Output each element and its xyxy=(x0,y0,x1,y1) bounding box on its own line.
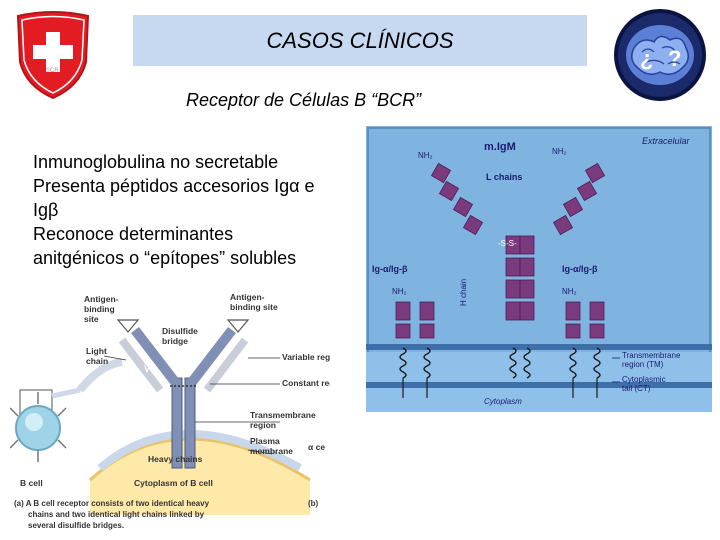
constant-letter-left: C xyxy=(150,392,157,402)
page-subtitle: Receptor de Células B “BCR” xyxy=(186,90,422,110)
nh2-label-1: NH₂ xyxy=(418,151,433,160)
bullet-line-2: Presenta péptidos accesorios Igα e Igβ xyxy=(33,176,315,220)
variable-regions-label: Variable regions xyxy=(282,352,330,362)
title-bar: CASOS CLÍNICOS xyxy=(133,15,587,66)
ss-bridge-label: -S-S- xyxy=(498,239,517,248)
bullet-line-1: Inmunoglobulina no secretable xyxy=(33,152,279,172)
ig-alpha-beta-left-label: Ig-α/Ig-β xyxy=(372,264,408,274)
shield-logo-icon: SCR xyxy=(16,11,90,100)
brain-logo-icon: ¿ ? xyxy=(614,9,706,101)
constant-regions-label: Constant regions xyxy=(282,378,330,388)
extracelular-label: Extracelular xyxy=(642,136,691,146)
migm-label: m.IgM xyxy=(484,141,516,153)
cytoplasm-label: Cytoplasm of B cell xyxy=(134,478,213,488)
variable-letter-left: V xyxy=(144,364,150,374)
nh2-label-4: NH₂ xyxy=(562,287,577,296)
ig-alpha-beta-right-label: Ig-α/Ig-β xyxy=(562,264,598,274)
cytoplasm-right-label: Cytoplasm xyxy=(484,397,522,406)
heavy-chains-label: Heavy chains xyxy=(148,454,203,464)
antigen-binding-right-label: Antigen-binding site xyxy=(230,292,278,312)
constant-letter-right: C xyxy=(196,392,203,402)
partial-b-label: (b) xyxy=(308,499,319,508)
migm-igalpha-igbeta-diagram: m.IgM Extracelular NH₂ NH₂ L chains xyxy=(366,126,712,412)
brain-question-left: ¿ xyxy=(640,46,653,71)
b-cell-label: B cell xyxy=(20,478,43,488)
partial-alpha-label: α ce xyxy=(308,442,325,452)
body-text: Inmunoglobulina no secretable Presenta p… xyxy=(33,150,363,270)
figure-caption: (a) A B cell receptor consists of two id… xyxy=(14,499,211,530)
l-chains-label: L chains xyxy=(486,172,522,182)
logo-text: SCR xyxy=(46,68,59,74)
brain-question-right: ? xyxy=(668,46,681,71)
nh2-label-3: NH₂ xyxy=(392,287,407,296)
nh2-label-2: NH₂ xyxy=(552,147,567,156)
h-chain-label: H chain xyxy=(459,279,468,306)
page-title: CASOS CLÍNICOS xyxy=(266,27,454,53)
bullet-line-3: Reconoce determinantes anitgénicos o “ep… xyxy=(33,224,297,268)
